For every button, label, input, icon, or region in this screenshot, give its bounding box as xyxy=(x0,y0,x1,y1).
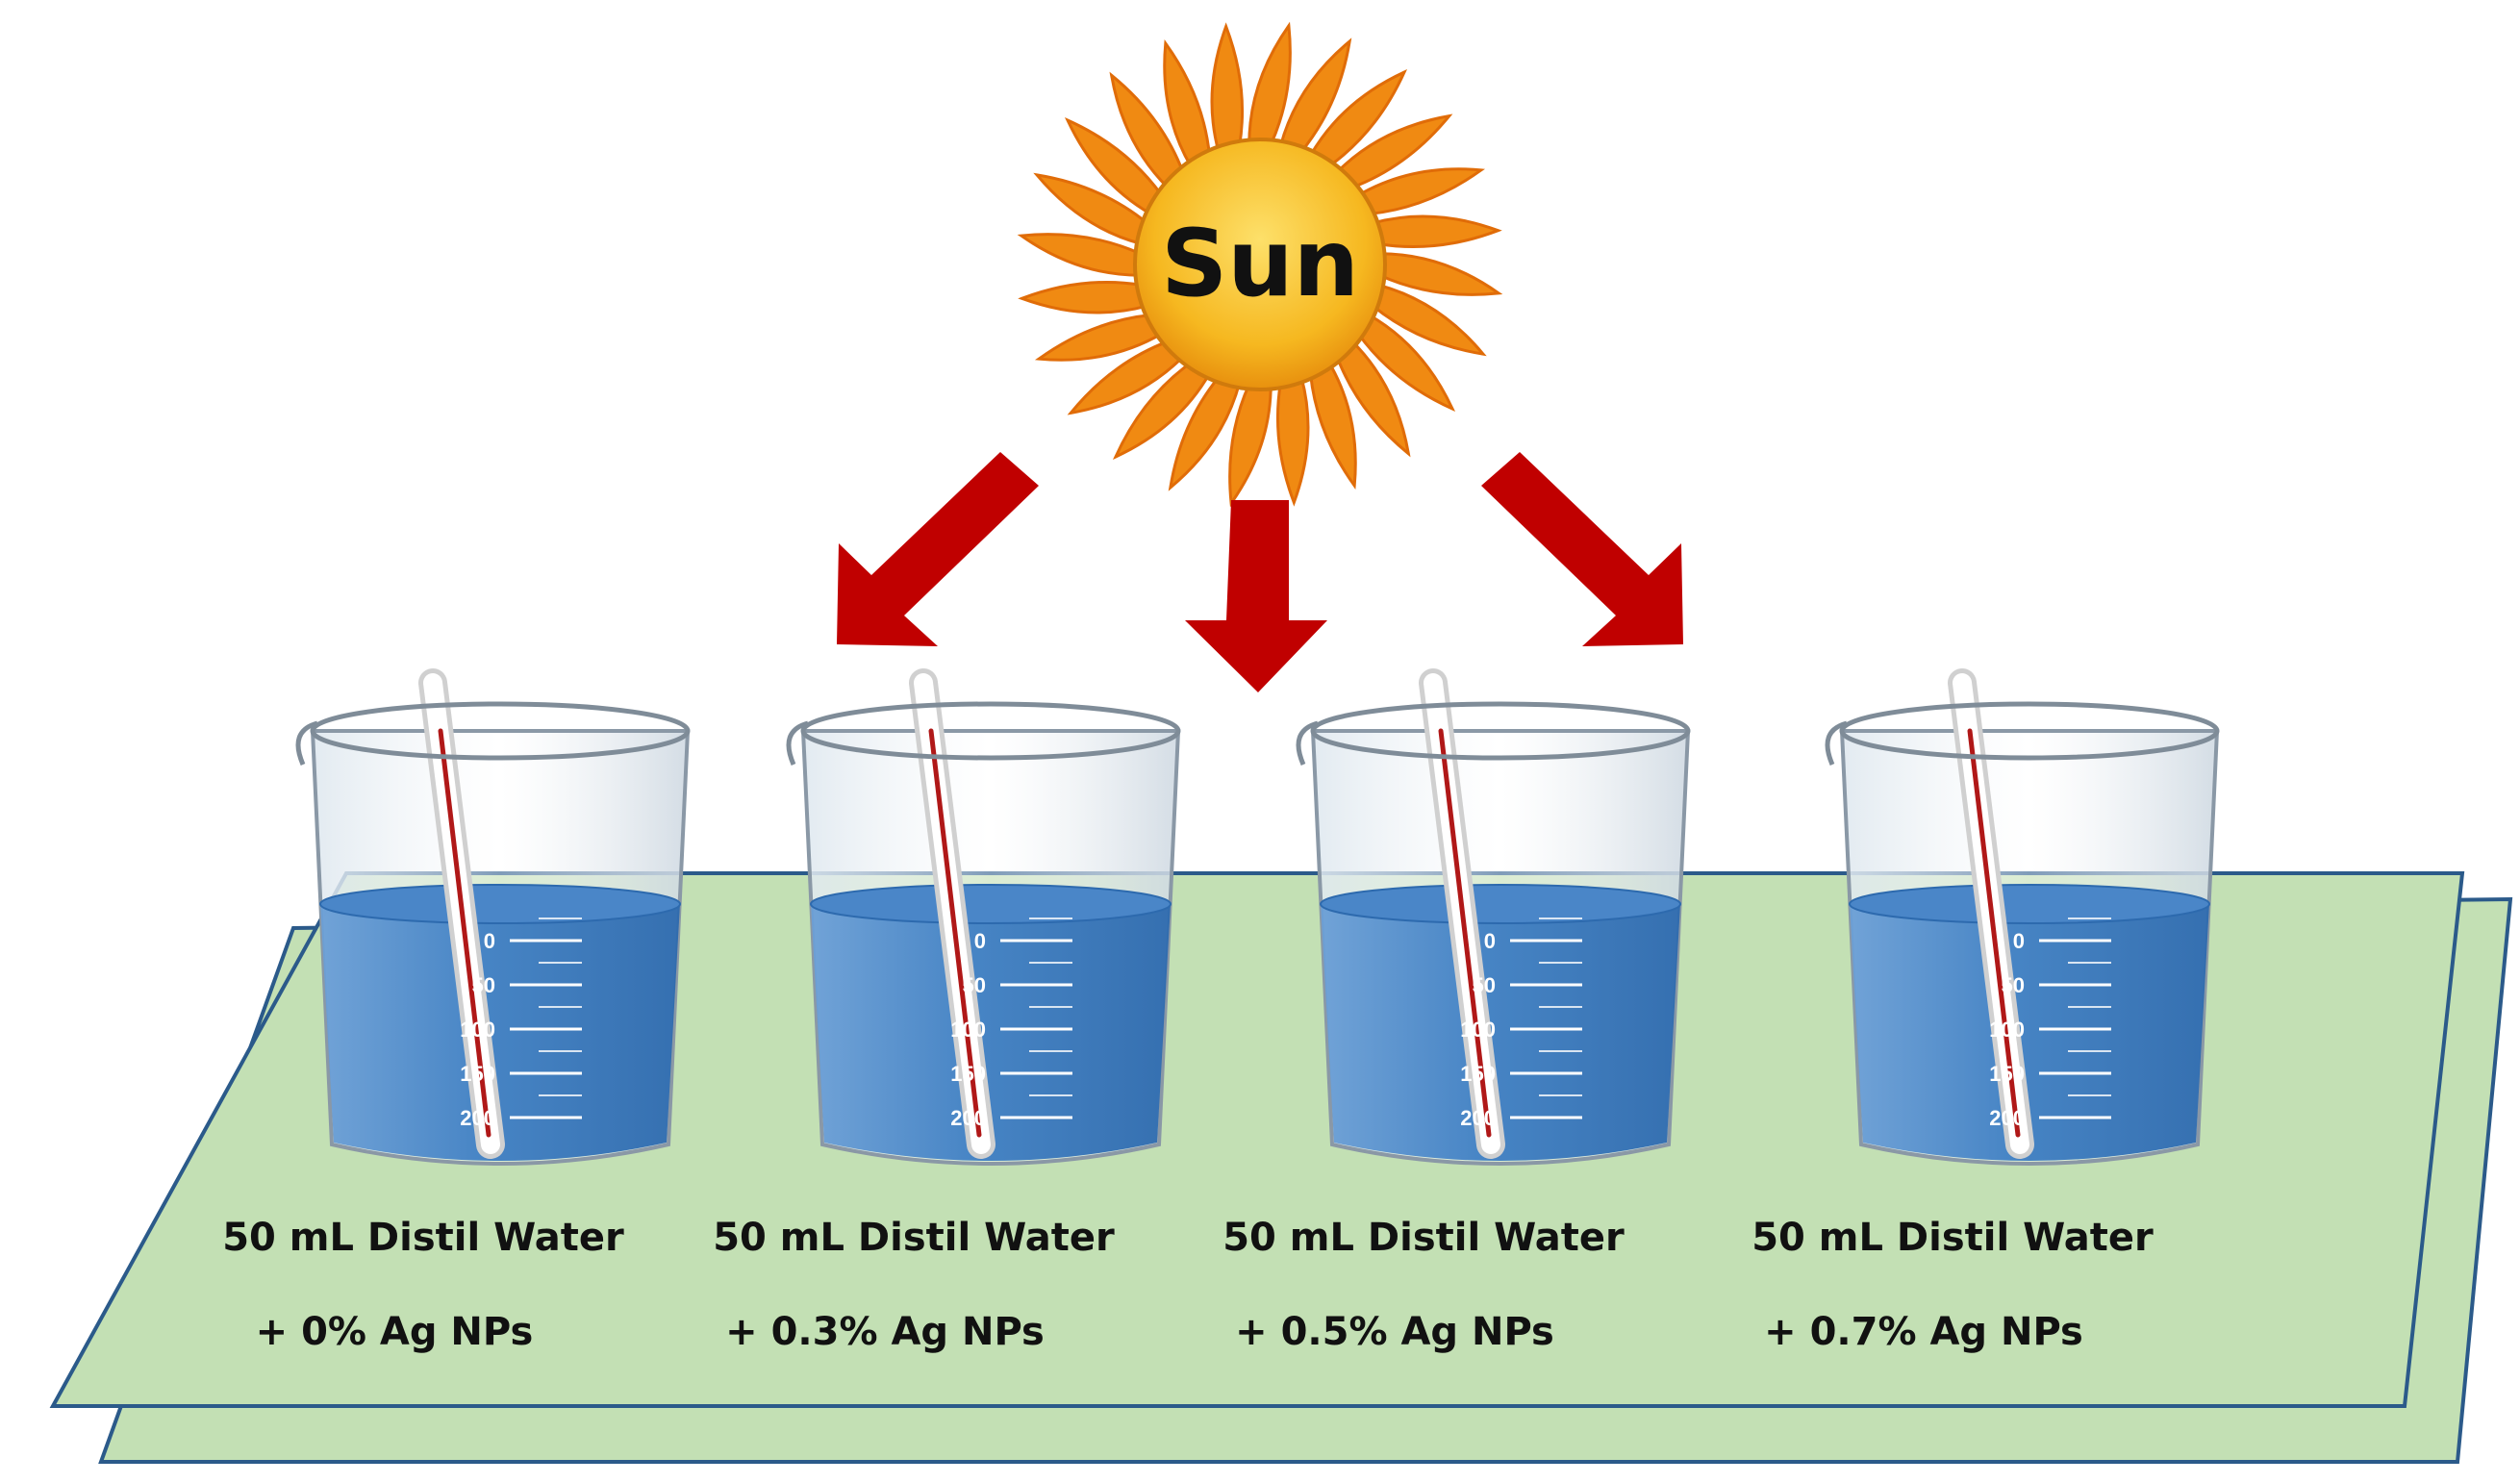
sun-ray xyxy=(1278,38,1352,154)
sun-ray xyxy=(1335,339,1411,458)
beaker-rim xyxy=(1310,701,1691,761)
sun-ray xyxy=(1276,375,1310,507)
beaker-water xyxy=(1321,904,1680,1161)
beaker-rim xyxy=(310,701,691,761)
beaker-spout xyxy=(1296,720,1319,766)
beaker: 0 50 100 150 200 50 mL Distil Water + 0.7% Ag … xyxy=(1751,668,2220,1354)
water-surface xyxy=(1320,884,1681,924)
scale-tick-label: 200 xyxy=(1989,1106,2025,1130)
sun-ray xyxy=(1377,252,1503,296)
scale-tick-label: 100 xyxy=(460,1018,495,1042)
scale-tick-label: 200 xyxy=(950,1106,986,1130)
beaker: 0 50 100 150 200 50 mL Distil Water + 0% Ag NP… xyxy=(222,668,691,1354)
scale-tick-label: 0 xyxy=(2013,929,2025,953)
sun-ray xyxy=(1247,21,1292,147)
sun-ray xyxy=(1067,339,1186,415)
thermometer-mercury xyxy=(438,728,491,1138)
beaker-label-concentration: + 0.5% Ag NPs xyxy=(1235,1310,1554,1354)
sun-ray xyxy=(1018,281,1149,314)
beaker-label-concentration: + 0% Ag NPs xyxy=(256,1310,534,1354)
arrow-left xyxy=(837,452,1039,646)
beaker-label-volume: 50 mL Distil Water xyxy=(222,1216,624,1260)
beaker-label-volume: 50 mL Distil Water xyxy=(713,1216,1115,1260)
sun-ray xyxy=(1017,233,1143,277)
scale-tick-label: 100 xyxy=(1989,1018,2025,1042)
beaker-label-concentration: + 0.3% Ag NPs xyxy=(725,1310,1045,1354)
thermometer-mercury xyxy=(1438,728,1492,1138)
beaker-label-concentration: + 0.7% Ag NPs xyxy=(1764,1310,2083,1354)
scale-tick-label: 50 xyxy=(1473,973,1496,997)
scale-tick-label: 0 xyxy=(1484,929,1496,953)
beaker-label-volume: 50 mL Distil Water xyxy=(1751,1216,2154,1260)
sun-ray xyxy=(1034,313,1164,362)
sun-ray xyxy=(1112,361,1212,461)
beaker-water xyxy=(320,904,680,1161)
arrow-right xyxy=(1481,452,1683,646)
beaker-spout xyxy=(786,720,809,766)
beaker-rim xyxy=(1839,701,2220,761)
sun-ray xyxy=(1371,214,1502,248)
scale-tick-label: 150 xyxy=(1460,1062,1496,1086)
scale-tick-label: 200 xyxy=(1460,1106,1496,1130)
sun-ray xyxy=(1163,38,1212,168)
sun: Sun xyxy=(1017,21,1503,508)
sun-ray xyxy=(1308,68,1408,168)
scale-tick-label: 100 xyxy=(950,1018,986,1042)
sunlight-arrows xyxy=(837,452,1683,692)
beaker-spout xyxy=(1825,720,1848,766)
scale-tick-label: 200 xyxy=(460,1106,495,1130)
sun-ray xyxy=(1371,283,1487,357)
scale-tick-label: 0 xyxy=(484,929,495,953)
scale-tick-label: 100 xyxy=(1460,1018,1496,1042)
beaker: 0 50 100 150 200 50 mL Distil Water + 0.5% Ag … xyxy=(1222,668,1691,1354)
sun-ray xyxy=(1356,313,1456,413)
water-surface xyxy=(319,884,681,924)
sun-core xyxy=(1133,138,1387,391)
sun-ray xyxy=(1334,113,1453,189)
beaker-spout xyxy=(295,720,318,766)
sun-ray xyxy=(1308,361,1357,490)
sun-ray xyxy=(1109,71,1185,190)
beaker-water xyxy=(1850,904,2209,1161)
sun-rays xyxy=(1017,21,1503,508)
beaker-rim xyxy=(800,701,1181,761)
scale-tick-label: 50 xyxy=(472,973,495,997)
arrow-center xyxy=(1185,500,1327,692)
beaker-label-volume: 50 mL Distil Water xyxy=(1222,1216,1625,1260)
thermometer-mercury xyxy=(1967,728,2021,1138)
thermometer-mercury xyxy=(928,728,982,1138)
scale-tick-label: 50 xyxy=(963,973,986,997)
scale-tick-label: 150 xyxy=(460,1062,495,1086)
beaker-row: 0 50 100 150 200 50 mL Distil Water + 0% Ag NP… xyxy=(222,668,2220,1354)
sun-label: Sun xyxy=(1161,210,1359,317)
water-surface xyxy=(810,884,1172,924)
sun-ray xyxy=(1033,172,1149,246)
sun-ray xyxy=(1210,22,1244,154)
scale-tick-label: 0 xyxy=(974,929,986,953)
scale-tick-label: 150 xyxy=(950,1062,986,1086)
scale-tick-label: 150 xyxy=(1989,1062,2025,1086)
water-surface xyxy=(1849,884,2210,924)
beaker-water xyxy=(811,904,1171,1161)
sun-ray xyxy=(1168,375,1242,491)
scale-tick-label: 50 xyxy=(2002,973,2025,997)
sun-ray xyxy=(1356,167,1486,216)
sun-ray xyxy=(1228,382,1273,508)
sun-ray xyxy=(1064,116,1164,216)
beaker: 0 50 100 150 200 50 mL Distil Water + 0.3% Ag … xyxy=(713,668,1181,1354)
